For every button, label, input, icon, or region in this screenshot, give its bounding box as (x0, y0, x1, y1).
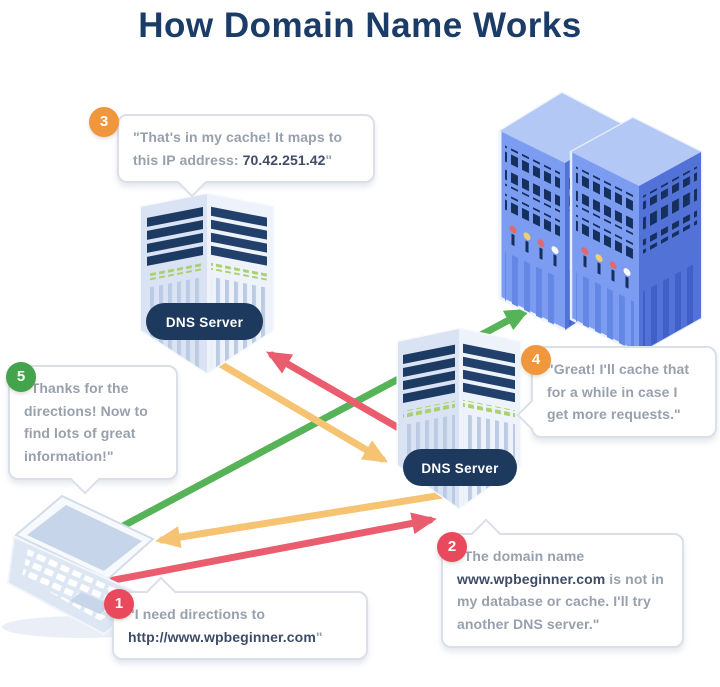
speech-bubble-step4: "Great! I'll cache that for a while in c… (516, 346, 717, 439)
arrow-step4-answer-to-laptop (155, 489, 459, 549)
laptop-trackpad (70, 592, 111, 614)
server-led-indicators (581, 247, 631, 289)
step-badge-3: 3 (89, 107, 119, 137)
speech-bubble-step2: "The domain name www.wpbeginner.com is n… (441, 518, 684, 648)
speech-bubble-step1: "I need directions to http://www.wpbegin… (112, 576, 368, 661)
speech-bubble-step3: "That's in my cache! It maps to this IP … (117, 114, 375, 198)
step-badge-5: 5 (6, 362, 36, 392)
step-badge-1: 1 (104, 589, 134, 619)
server-led-indicators (509, 225, 559, 267)
dns-server-middle: DNS Server (396, 327, 522, 510)
svg-text:DNS Server: DNS Server (166, 315, 244, 330)
bubble-text: "Thanks for the directions! Now to find … (24, 380, 148, 465)
arrow-step3-answer-to-resolver (196, 348, 389, 463)
step-badge-4: 4 (521, 345, 551, 375)
web-server-tower-right (569, 116, 703, 355)
speech-bubble-step5: "Thanks for the directions! Now to find … (8, 365, 178, 495)
bubble-bold-text: www.wpbeginner.com (457, 570, 606, 587)
page-title: How Domain Name Works (138, 6, 582, 45)
bubble-bold-text: http://www.wpbeginner.com (128, 628, 316, 645)
bubble-text: "I need directions to (128, 606, 266, 622)
dns-server-middle-label: DNS Server (403, 449, 517, 486)
web-servers (498, 91, 703, 355)
bubble-text: "Great! I'll cache that for a while in c… (547, 361, 690, 423)
arrow-step1-request (68, 512, 437, 592)
svg-text:DNS Server: DNS Server (421, 461, 499, 476)
dns-server-left-label: DNS Server (146, 303, 263, 340)
bubble-text: "That's in my cache! It maps to this IP … (133, 129, 343, 168)
dns-server-left: DNS Server (139, 192, 275, 375)
bubble-text: "The domain name (457, 548, 585, 564)
step-badge-2: 2 (437, 532, 467, 562)
bubble-bold-text: 70.42.251.42 (242, 151, 326, 168)
